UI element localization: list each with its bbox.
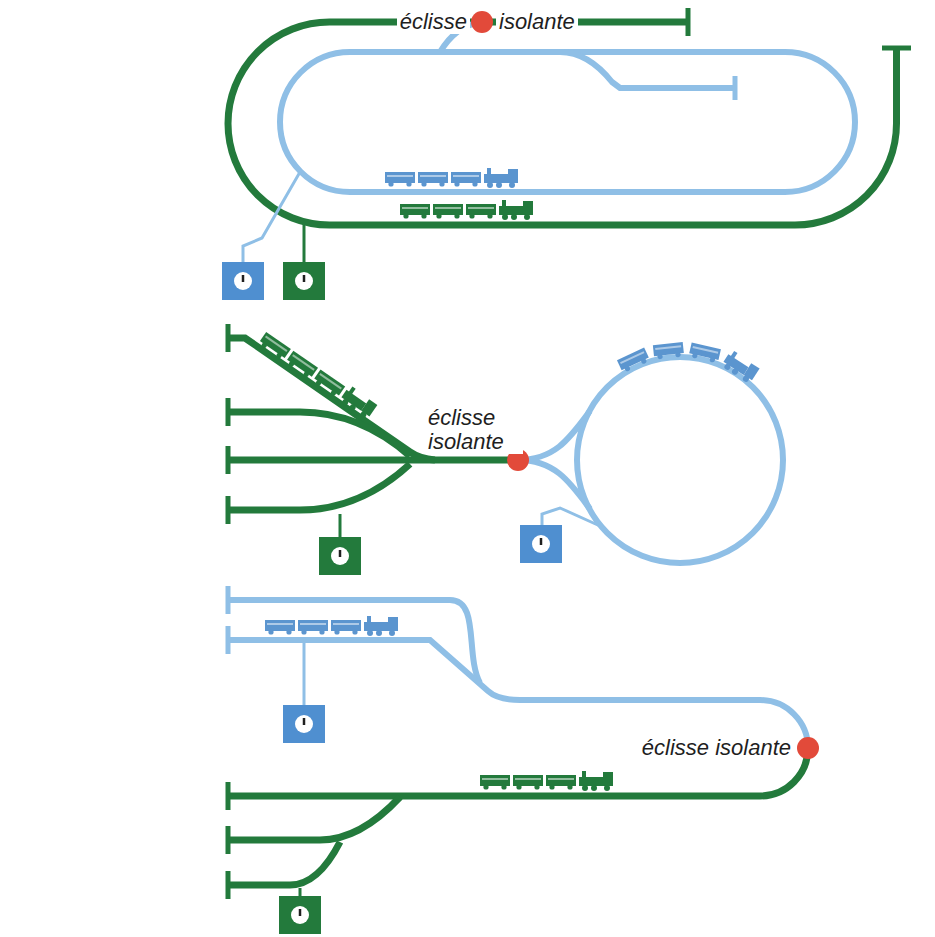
green-track xyxy=(228,797,400,840)
blue-train xyxy=(617,348,650,374)
green-transformer xyxy=(319,537,361,575)
green-train xyxy=(466,204,496,219)
green-track xyxy=(228,338,435,460)
green-train xyxy=(400,204,430,219)
green-train xyxy=(579,771,613,791)
blue-train xyxy=(385,172,415,187)
feeder-wire xyxy=(303,222,306,262)
green-track xyxy=(228,22,897,225)
green-track xyxy=(228,842,340,885)
blue-train xyxy=(265,616,398,636)
track-label: éclisse isolante xyxy=(425,406,523,454)
insulating-joint xyxy=(471,11,493,33)
buffer-stop xyxy=(882,46,911,51)
blue-train xyxy=(331,620,361,635)
green-train xyxy=(285,351,318,380)
green-transformer xyxy=(283,262,325,300)
green-transformer xyxy=(279,896,321,934)
blue-transformer xyxy=(520,525,562,563)
buffer-stop xyxy=(226,782,231,899)
blue-train xyxy=(688,343,721,364)
green-train xyxy=(433,204,463,219)
buffer-stop xyxy=(226,586,231,654)
blue-train xyxy=(364,616,398,636)
green-train xyxy=(258,332,291,361)
green-train xyxy=(546,775,576,790)
blue-train xyxy=(418,172,448,187)
blue-track xyxy=(280,52,855,192)
buffer-stop xyxy=(226,324,231,524)
green-track xyxy=(228,464,410,510)
feeder-wire xyxy=(339,514,342,537)
green-train xyxy=(499,200,533,220)
blue-transformer xyxy=(222,262,264,300)
blue-train xyxy=(721,349,760,384)
blue-track xyxy=(228,640,808,748)
blue-train xyxy=(484,168,518,188)
blue-reversing-loop xyxy=(577,357,783,563)
insulating-joint xyxy=(797,737,819,759)
layout-three xyxy=(228,586,808,899)
blue-train xyxy=(298,620,328,635)
green-train xyxy=(312,369,345,398)
blue-train xyxy=(451,172,481,187)
track-label: isolante xyxy=(496,10,578,34)
green-track xyxy=(228,412,410,456)
green-track xyxy=(228,457,518,464)
green-train xyxy=(400,200,533,220)
blue-siding xyxy=(560,52,735,88)
feeder-wire xyxy=(542,508,600,526)
blue-train xyxy=(265,620,295,635)
green-train xyxy=(480,775,510,790)
buffer-stop xyxy=(686,8,691,36)
blue-transformer xyxy=(283,705,325,743)
track-label: éclisse xyxy=(397,10,470,34)
blue-train xyxy=(653,342,684,360)
layout-one xyxy=(228,8,911,262)
layout-two xyxy=(228,324,783,563)
blue-train xyxy=(617,342,760,384)
buffer-stop xyxy=(733,76,738,100)
feeder-wire xyxy=(299,888,302,896)
green-train xyxy=(257,329,378,421)
green-train xyxy=(513,775,543,790)
feeder-wire xyxy=(303,643,306,705)
green-train xyxy=(480,771,613,791)
feeder-wire xyxy=(243,172,300,262)
blue-train xyxy=(385,168,518,188)
green-train xyxy=(339,385,378,421)
track-label: éclisse isolante xyxy=(639,736,794,760)
